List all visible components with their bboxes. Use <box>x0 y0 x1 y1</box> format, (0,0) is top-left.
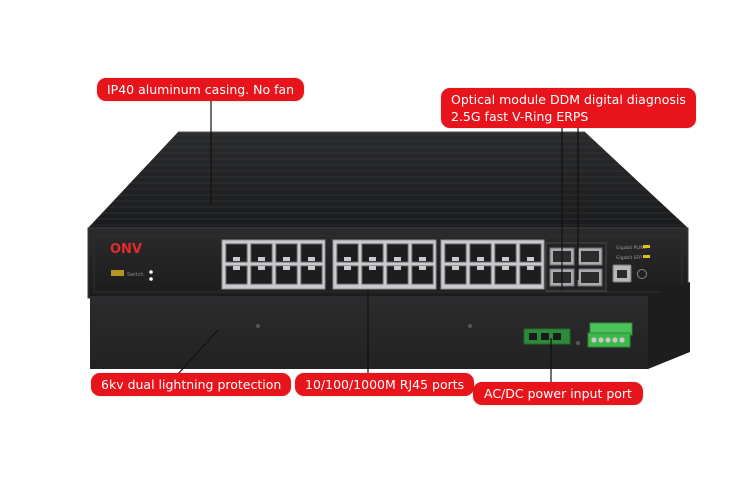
rj45-port-latch <box>394 266 401 270</box>
rj45-port <box>361 243 384 263</box>
rj45-port-latch <box>344 266 351 270</box>
rj45-port <box>250 243 273 263</box>
rj45-port <box>225 243 248 263</box>
led-label: Gigabit SFP <box>616 255 642 261</box>
sfp-port-slot <box>581 272 599 283</box>
rj45-port-latch <box>477 257 484 261</box>
rj45-port-latch <box>233 266 240 270</box>
rj45-port <box>444 243 467 263</box>
status-led <box>643 255 650 258</box>
rj45-port-latch <box>283 266 290 270</box>
callout-lightning-text: 6kv dual lightning protection <box>101 377 282 392</box>
rj45-port-latch <box>452 266 459 270</box>
rj45-port-latch <box>527 257 534 261</box>
rj45-port-latch <box>258 257 265 261</box>
rj45-port <box>469 243 492 263</box>
rj45-port <box>519 243 542 263</box>
led-label: Gigabit PLINK <box>616 245 648 251</box>
callout-rj45-text: 10/100/1000M RJ45 ports <box>305 377 465 392</box>
rj45-port <box>411 243 434 263</box>
rj45-port-latch <box>308 266 315 270</box>
rj45-port-latch <box>527 266 534 270</box>
callout-rj45: 10/100/1000M RJ45 ports <box>295 373 475 396</box>
status-indicator-panel: Gigabit PLINK Gigabit SFP <box>612 245 650 283</box>
rj45-port-latch <box>283 257 290 261</box>
rj45-port <box>386 243 409 263</box>
callout-casing: IP40 aluminum casing. No fan <box>97 78 305 101</box>
rj45-port-latch <box>419 266 426 270</box>
callout-lightning: 6kv dual lightning protection <box>91 373 292 396</box>
reset-button-icon <box>637 269 647 279</box>
rj45-port <box>494 243 517 263</box>
brand-logo: ONV Switch <box>110 242 153 281</box>
rj45-port <box>275 243 298 263</box>
rj45-port <box>336 243 359 263</box>
callout-casing-text: IP40 aluminum casing. No fan <box>107 82 295 97</box>
power-input-terminals <box>523 322 633 348</box>
rj45-port-latch <box>369 257 376 261</box>
rj45-port-latch <box>394 257 401 261</box>
chassis-top-heatsink <box>88 131 688 229</box>
rj45-port-latch <box>419 257 426 261</box>
rj45-port-latch <box>452 257 459 261</box>
rj45-port-latch <box>477 266 484 270</box>
callout-optical-line2: 2.5G fast V-Ring ERPS <box>451 109 589 124</box>
callout-leader-lines <box>177 97 579 382</box>
screw-icon <box>255 323 261 329</box>
callout-optical: Optical module DDM digital diagnosis 2.5… <box>441 88 696 128</box>
rj45-port-latch <box>258 266 265 270</box>
rj45-port-latch <box>344 257 351 261</box>
rj45-port-latch <box>502 257 509 261</box>
status-led <box>643 245 650 248</box>
sfp-port-group <box>545 242 607 292</box>
screw-icon <box>467 323 473 329</box>
callout-power: AC/DC power input port <box>473 382 643 405</box>
brand-logo-text: ONV <box>110 242 142 257</box>
sfp-port-slot <box>581 251 599 262</box>
model-label: Switch <box>127 272 144 278</box>
rj45-port-latch <box>502 266 509 270</box>
rj45-port-latch <box>369 266 376 270</box>
rj45-port-latch <box>308 257 315 261</box>
callout-optical-line1: Optical module DDM digital diagnosis <box>451 92 686 107</box>
callout-power-text: AC/DC power input port <box>484 386 632 401</box>
rj45-port-latch <box>233 257 240 261</box>
rj45-port <box>300 243 323 263</box>
screw-icon <box>575 340 581 346</box>
rj45-port-groups <box>221 239 545 290</box>
